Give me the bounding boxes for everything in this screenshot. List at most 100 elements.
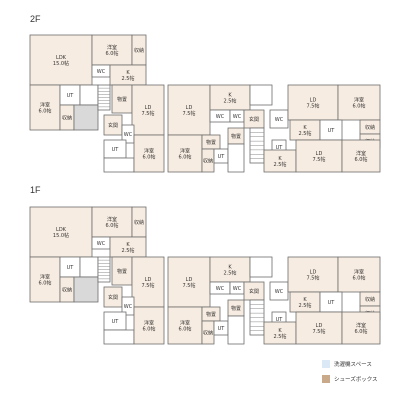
- 2f-k-a-label: K: [126, 70, 130, 76]
- 1f-ut-a-label: UT: [67, 265, 75, 271]
- 2f-yoshitsu-c-label: 洋室: [144, 148, 154, 155]
- 1f-ld-b-size: 7.5帖: [183, 282, 196, 289]
- 2f-ut-c-label: UT: [218, 154, 226, 160]
- 1f-k-d-size: 2.5帖: [274, 333, 287, 340]
- 1f-ld-b: [167, 256, 211, 308]
- 2f-wc-b: [121, 124, 135, 144]
- 1f-monooki-c-label: 物置: [231, 305, 241, 312]
- 1f-shuno-a-label: 収納: [134, 219, 144, 226]
- legend-shoebox-swatch: [322, 375, 330, 383]
- 2f-ld-a-label: LD: [145, 105, 152, 111]
- 2f-wc-c-label: WC: [216, 114, 225, 120]
- 1f-ld-d-size: 7.5帖: [313, 328, 326, 335]
- 2f-monooki-b-label: 物置: [206, 139, 216, 146]
- 1f-yoshitsu-b-size: 6.0帖: [39, 280, 52, 287]
- 1f-ut-e-label: UT: [276, 317, 284, 323]
- 2f-ub-b: [103, 157, 135, 173]
- 1f-yoshitsu-c-size: 6.0帖: [143, 326, 156, 333]
- 1f-yoshitsu-c-label: 洋室: [144, 320, 154, 327]
- 1f-shuno-c-label: 収納: [203, 330, 213, 337]
- 1f-yoshitsu-f-label: 洋室: [356, 322, 366, 329]
- 1f-ld-c-label: LD: [310, 270, 317, 276]
- 1f-ld-b-label: LD: [186, 277, 193, 283]
- 1f-yoshitsu-e: [337, 256, 381, 293]
- 1f-wc-a-label: WC: [97, 241, 106, 247]
- 1f-ld-d: [295, 311, 343, 345]
- 1f-k-b-size: 2.5帖: [224, 270, 237, 277]
- 2f-yoshitsu-a: [91, 34, 133, 66]
- 1f-monooki-b-label: 物置: [206, 311, 216, 318]
- 2f-yoshitsu-e: [337, 84, 381, 121]
- 1f-genkan-a-label: 玄関: [108, 294, 118, 301]
- 1f-wc-b-label: WC: [124, 304, 133, 310]
- 2f-yoshitsu-d-size: 6.0帖: [179, 154, 192, 161]
- 2f-ld-a-size: 7.5帖: [142, 110, 155, 117]
- 1f-ldk-label: LDK: [56, 227, 67, 233]
- 1f-ub-a: [79, 256, 99, 278]
- 1f-k-b-label: K: [228, 265, 232, 271]
- 1f-k-c-label: K: [303, 297, 307, 303]
- 2f-k-b: [209, 84, 251, 111]
- legend-laundry-swatch: [322, 360, 330, 368]
- 2f-yoshitsu-c: [133, 134, 165, 173]
- 2f-monooki-c-label: 物置: [231, 133, 241, 140]
- 2f-shuno-b-label: 収納: [62, 115, 72, 122]
- 1f-k-a-label: K: [126, 242, 130, 248]
- 1f-shuno-b-label: 収納: [62, 287, 72, 294]
- 2f-corridor-a: [73, 104, 99, 131]
- 1f-wc-e-label: WC: [275, 289, 284, 295]
- 1f-ut-d-label: UT: [328, 300, 336, 306]
- 2f-genkan-a-label: 玄関: [108, 122, 118, 129]
- 1f-ld-d-label: LD: [316, 323, 323, 329]
- 2f-k-d-label: K: [278, 156, 282, 162]
- 2f-wc-d-label: WC: [233, 114, 242, 120]
- 2f-yoshitsu-a-size: 6.0帖: [106, 50, 119, 57]
- 2f-wc-e-label: WC: [275, 117, 284, 123]
- 2f-ut-b-label: UT: [112, 147, 120, 153]
- 2f-yoshitsu-a-label: 洋室: [107, 44, 117, 51]
- 2f-ld-d: [295, 139, 343, 173]
- 2f-ld-b: [167, 84, 211, 136]
- 2f-k-b-size: 2.5帖: [224, 98, 237, 105]
- 2f-monooki-a-label: 物置: [117, 96, 127, 103]
- 2f-ld-b-label: LD: [186, 105, 193, 111]
- 2f-ldk-size: 15.0帖: [53, 60, 69, 67]
- 2f-yoshitsu-d-label: 洋室: [180, 148, 190, 155]
- 1f-wc-d-label: WC: [233, 286, 242, 292]
- 1f-yoshitsu-a: [91, 206, 133, 238]
- 2f-genkan-b-label: 玄関: [249, 116, 259, 123]
- 1f-ldk-size: 15.0帖: [53, 232, 69, 239]
- 2f-yoshitsu-c-size: 6.0帖: [143, 154, 156, 161]
- 1f-k-a-size: 2.5帖: [122, 247, 135, 254]
- 2f-ld-c-label: LD: [310, 98, 317, 104]
- 2f-yoshitsu-f-size: 6.0帖: [355, 156, 368, 163]
- 1f-yoshitsu-f: [341, 311, 381, 345]
- floor-label-2f: 2F: [30, 14, 41, 24]
- 2f-yoshitsu-d: [167, 134, 203, 173]
- 2f-shuno-d-label: 収納: [365, 124, 375, 131]
- 2f-wc-b-label: WC: [124, 132, 133, 138]
- 1f-ld-a-size: 7.5帖: [142, 282, 155, 289]
- 1f-yoshitsu-b: [29, 256, 61, 303]
- 2f-ld-c-size: 7.5帖: [307, 103, 320, 110]
- 2f-ut-a-label: UT: [67, 93, 75, 99]
- 2f-ut-e-label: UT: [276, 145, 284, 151]
- 1f-yoshitsu-f-size: 6.0帖: [355, 328, 368, 335]
- 2f-shuno-a-label: 収納: [134, 47, 144, 54]
- 2f-ut-d-label: UT: [328, 128, 336, 134]
- 1f-ld-a: [131, 256, 165, 308]
- 1f-ub-c: [249, 256, 273, 278]
- legend-laundry-label: 洗濯機スペース: [334, 362, 372, 368]
- 2f-k-b-label: K: [228, 93, 232, 99]
- 1f-ub-b: [103, 329, 135, 345]
- 2f-ldk-label: LDK: [56, 55, 67, 61]
- 1f-yoshitsu-e-label: 洋室: [354, 269, 364, 276]
- 1f-yoshitsu-d: [167, 306, 203, 345]
- 1f-yoshitsu-c: [133, 306, 165, 345]
- 2f-k-d-size: 2.5帖: [274, 161, 287, 168]
- 2f-ub-a: [79, 84, 99, 106]
- 1f-ut-c-label: UT: [218, 326, 226, 332]
